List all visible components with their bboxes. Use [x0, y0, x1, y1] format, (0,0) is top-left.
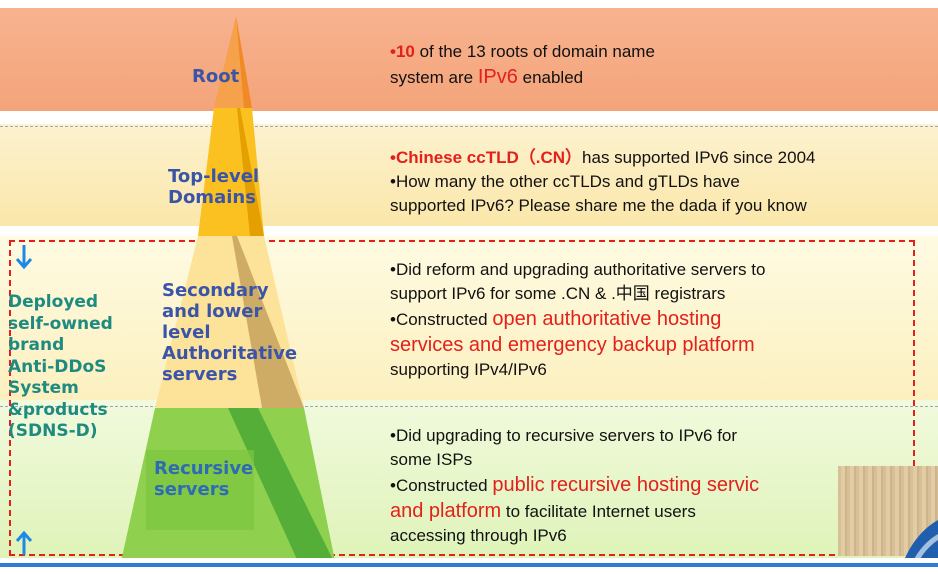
root-ipv6-highlight: IPv6	[477, 66, 518, 88]
rec-line-4: and platform to facilitate Internet user…	[390, 498, 759, 524]
rec-line-3: •Constructed public recursive hosting se…	[390, 472, 759, 498]
band-top-level	[0, 124, 938, 226]
pyramid-tier-recursive-shade	[228, 408, 336, 566]
anti-ddos-note: Deployed self-owned brand Anti-DDoS Syst…	[8, 292, 113, 441]
arrow-down-icon	[15, 245, 33, 270]
root-line-2: system are IPv6 enabled	[390, 64, 655, 90]
rec-highlight-1: public recursive hosting servic	[492, 474, 760, 496]
tld-line-3: supported IPv6? Please share me the dada…	[390, 196, 807, 215]
tld-line-1-text: has supported IPv6 since 2004	[582, 148, 816, 167]
rec-line-2: some ISPs	[390, 450, 473, 469]
cctld-highlight: •Chinese ccTLD（.CN）	[390, 148, 583, 167]
rec-line-1: •Did upgrading to recursive servers to I…	[390, 426, 738, 445]
root-count: 10	[395, 42, 415, 61]
pyramid-tier-top-level-shade	[237, 108, 264, 236]
rec-line-3-text: •Constructed	[390, 476, 493, 495]
root-line-1-text: of the 13 roots of domain name	[414, 42, 655, 61]
tld-line-1: •Chinese ccTLD（.CN）has supported IPv6 si…	[390, 146, 815, 170]
level-label-top-level: Top-level Domains	[168, 166, 260, 208]
sec-line-5: supporting IPv4/IPv6	[390, 360, 547, 379]
recursive-description: •Did upgrading to recursive servers to I…	[390, 424, 759, 548]
sec-highlight-1: open authoritative hosting	[492, 308, 722, 330]
rec-line-5: accessing through IPv6	[390, 526, 567, 545]
level-label-recursive: Recursive servers	[154, 458, 254, 500]
anti-ddos-box	[9, 240, 915, 556]
sec-line-1: •Did reform and upgrading authoritative …	[390, 260, 766, 279]
root-line-2-text-b: enabled	[517, 68, 584, 87]
pyramid-tier-secondary-shade	[232, 236, 304, 408]
band-root	[0, 8, 938, 111]
sec-line-2: support IPv6 for some .CN & .中国 registra…	[390, 284, 726, 303]
bullet: •	[390, 42, 396, 61]
level-label-root: Root	[192, 66, 240, 87]
band-secondary	[0, 236, 938, 400]
root-line-1: •10 of the 13 roots of domain name	[390, 40, 655, 64]
root-line-2-text-a: system are	[390, 68, 478, 87]
arrow-up-icon	[15, 530, 33, 555]
root-description: •10 of the 13 roots of domain name syste…	[390, 40, 655, 90]
sec-highlight-2: services and emergency backup platform	[390, 334, 755, 356]
secondary-description: •Did reform and upgrading authoritative …	[390, 258, 765, 382]
divider-line	[0, 126, 938, 127]
rec-line-4-text: to facilitate Internet users	[501, 502, 696, 521]
divider-line	[0, 406, 938, 407]
bottom-accent-line	[0, 563, 938, 567]
sec-line-3: •Constructed open authoritative hosting	[390, 306, 765, 332]
sec-line-3-text: •Constructed	[390, 310, 493, 329]
tld-description: •Chinese ccTLD（.CN）has supported IPv6 si…	[390, 146, 815, 218]
recursive-label-bg	[146, 450, 254, 530]
pyramid-tier-root-shade	[236, 16, 252, 108]
tld-line-2: •How many the other ccTLDs and gTLDs hav…	[390, 172, 740, 191]
rec-highlight-2: and platform	[390, 500, 502, 522]
level-label-secondary: Secondary and lower level Authoritative …	[162, 280, 298, 385]
